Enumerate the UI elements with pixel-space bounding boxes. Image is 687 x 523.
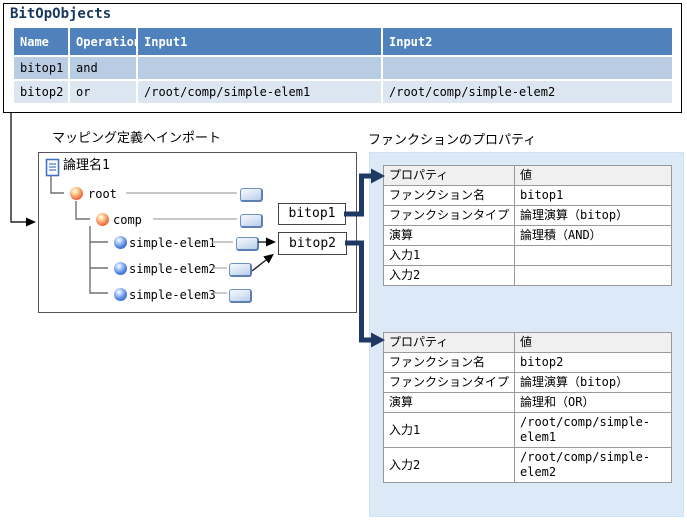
function-box-bitop2: bitop2 <box>278 232 347 255</box>
simple-node-icon <box>114 236 127 249</box>
function-properties-label: ファンクションのプロパティ <box>368 133 537 148</box>
bitop-objects-title: BitOpObjects <box>10 6 112 22</box>
cell-input1 <box>136 55 381 79</box>
bitop-objects-frame: BitOpObjects Name Operation Input1 Input… <box>3 3 682 113</box>
column-header-input1: Input1 <box>136 28 381 55</box>
tree-node-comp: comp <box>113 213 142 227</box>
cell-input2: /root/comp/simple-elem2 <box>381 79 672 103</box>
value-cell: /root/comp/simple-elem2 <box>514 447 672 483</box>
cell-operation: or <box>68 79 136 103</box>
prop-cell: 演算 <box>383 392 515 413</box>
prop-header: プロパティ <box>383 332 515 353</box>
cell-name: bitop1 <box>14 55 68 79</box>
prop-cell: ファンクションタイプ <box>383 205 515 226</box>
mapping-import-label: マッピング定義へインポート <box>52 131 222 146</box>
prop-cell: ファンクション名 <box>383 352 515 373</box>
mapping-handle-button[interactable] <box>236 237 259 251</box>
value-cell: bitop1 <box>514 185 672 206</box>
value-cell <box>514 265 672 286</box>
cell-name: bitop2 <box>14 79 68 103</box>
prop-cell: 入力2 <box>383 265 515 286</box>
value-cell: 論理積（AND） <box>514 225 672 246</box>
function-box-bitop1: bitop1 <box>278 203 346 225</box>
composite-node-icon <box>70 187 83 200</box>
prop-cell: ファンクションタイプ <box>383 372 515 393</box>
value-cell: bitop2 <box>514 352 672 373</box>
cell-input1: /root/comp/simple-elem1 <box>136 79 381 103</box>
tree-root-label: 論理名1 <box>63 158 110 173</box>
table-row: bitop2 or /root/comp/simple-elem1 /root/… <box>14 79 672 103</box>
value-header: 値 <box>514 332 672 353</box>
mapping-handle-button[interactable] <box>240 188 263 202</box>
prop-cell: 入力1 <box>383 245 515 266</box>
column-header-name: Name <box>14 28 68 55</box>
tree-node-simple-elem2: simple-elem2 <box>129 262 216 276</box>
prop-header: プロパティ <box>383 165 515 186</box>
prop-cell: 入力1 <box>383 412 515 448</box>
document-icon <box>45 158 60 177</box>
value-cell: /root/comp/simple-elem1 <box>514 412 672 448</box>
mapping-handle-button[interactable] <box>229 263 252 277</box>
cell-input2 <box>381 55 672 79</box>
column-header-input2: Input2 <box>381 28 672 55</box>
value-cell: 論理和（OR） <box>514 392 672 413</box>
prop-cell: 演算 <box>383 225 515 246</box>
prop-cell: 入力2 <box>383 447 515 483</box>
value-cell: 論理演算（bitop） <box>514 372 672 393</box>
cell-operation: and <box>68 55 136 79</box>
composite-node-icon <box>96 213 109 226</box>
simple-node-icon <box>114 288 127 301</box>
table-header-row: Name Operation Input1 Input2 <box>14 28 672 55</box>
tree-node-simple-elem1: simple-elem1 <box>129 236 216 250</box>
value-cell <box>514 245 672 266</box>
tree-node-root: root <box>88 187 117 201</box>
tree-node-simple-elem3: simple-elem3 <box>129 288 216 302</box>
simple-node-icon <box>114 262 127 275</box>
value-header: 値 <box>514 165 672 186</box>
column-header-operation: Operation <box>68 28 136 55</box>
mapping-handle-button[interactable] <box>229 289 252 303</box>
table-to-tree-arrow <box>10 113 36 227</box>
bitop-objects-table: Name Operation Input1 Input2 bitop1 and … <box>14 28 672 103</box>
prop-cell: ファンクション名 <box>383 185 515 206</box>
mapping-handle-button[interactable] <box>240 214 263 228</box>
value-cell: 論理演算（bitop） <box>514 205 672 226</box>
table-row: bitop1 and <box>14 55 672 79</box>
